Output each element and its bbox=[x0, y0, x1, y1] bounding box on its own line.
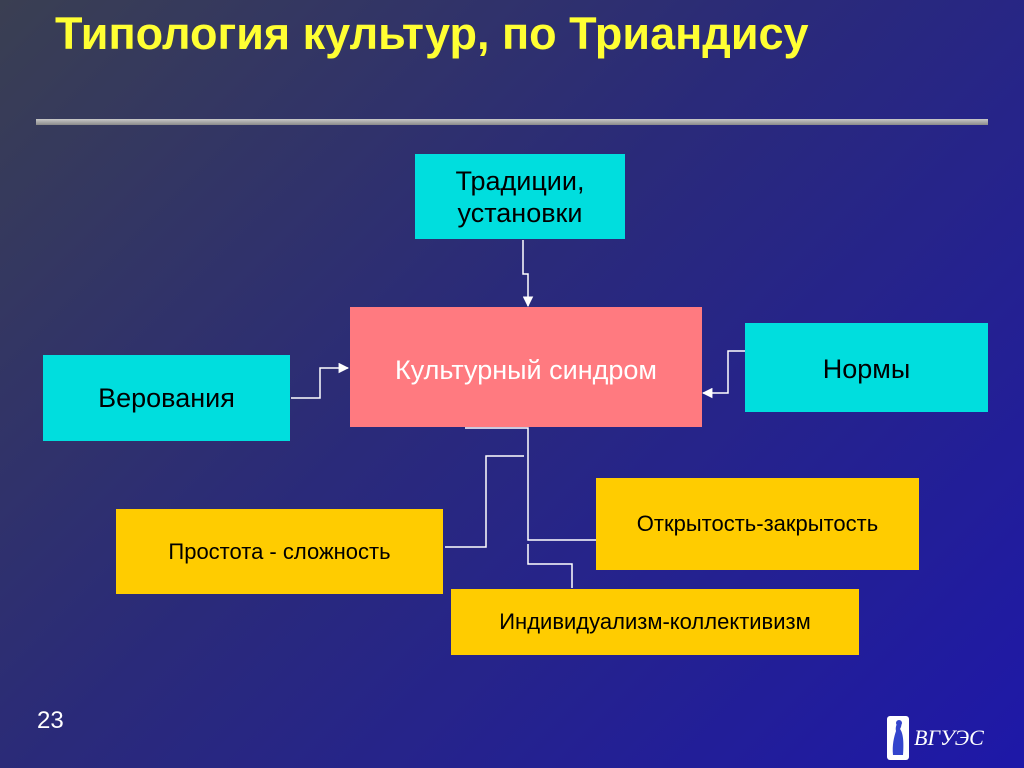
box-cultural-syndrome-label: Культурный синдром bbox=[395, 355, 657, 385]
box-simplicity-label: Простота - сложность bbox=[168, 538, 391, 564]
logo-emblem-icon bbox=[887, 716, 909, 760]
university-logo: ВГУЭС bbox=[886, 713, 996, 763]
box-simplicity: Простота - сложность bbox=[116, 509, 443, 594]
slide-title: Типология культур, по Триандису bbox=[55, 8, 809, 59]
line-syndrome-to-individualism bbox=[527, 544, 573, 588]
line-syndrome-to-openness bbox=[465, 427, 596, 541]
box-traditions-label: Традиции, установки bbox=[455, 165, 585, 228]
arrow-traditions-to-syndrome bbox=[522, 240, 534, 308]
line-syndrome-to-simplicity bbox=[445, 455, 524, 548]
box-beliefs-label: Верования bbox=[98, 382, 235, 413]
box-openness: Открытость-закрытость bbox=[596, 478, 919, 570]
box-norms: Нормы bbox=[745, 323, 988, 412]
box-openness-label: Открытость-закрытость bbox=[636, 511, 879, 536]
arrow-norms-to-syndrome bbox=[701, 350, 758, 399]
box-individualism-label: Индивидуализм-коллективизм bbox=[499, 609, 811, 634]
box-traditions: Традиции, установки bbox=[415, 154, 625, 239]
box-individualism: Индивидуализм-коллективизм bbox=[451, 589, 859, 655]
box-cultural-syndrome: Культурный синдром bbox=[350, 307, 702, 427]
page-number: 23 bbox=[37, 707, 64, 734]
box-beliefs: Верования bbox=[43, 355, 290, 441]
logo-text: ВГУЭС bbox=[914, 725, 984, 750]
arrow-beliefs-to-syndrome bbox=[291, 362, 350, 399]
title-divider bbox=[36, 119, 988, 125]
box-norms-label: Нормы bbox=[822, 354, 911, 384]
